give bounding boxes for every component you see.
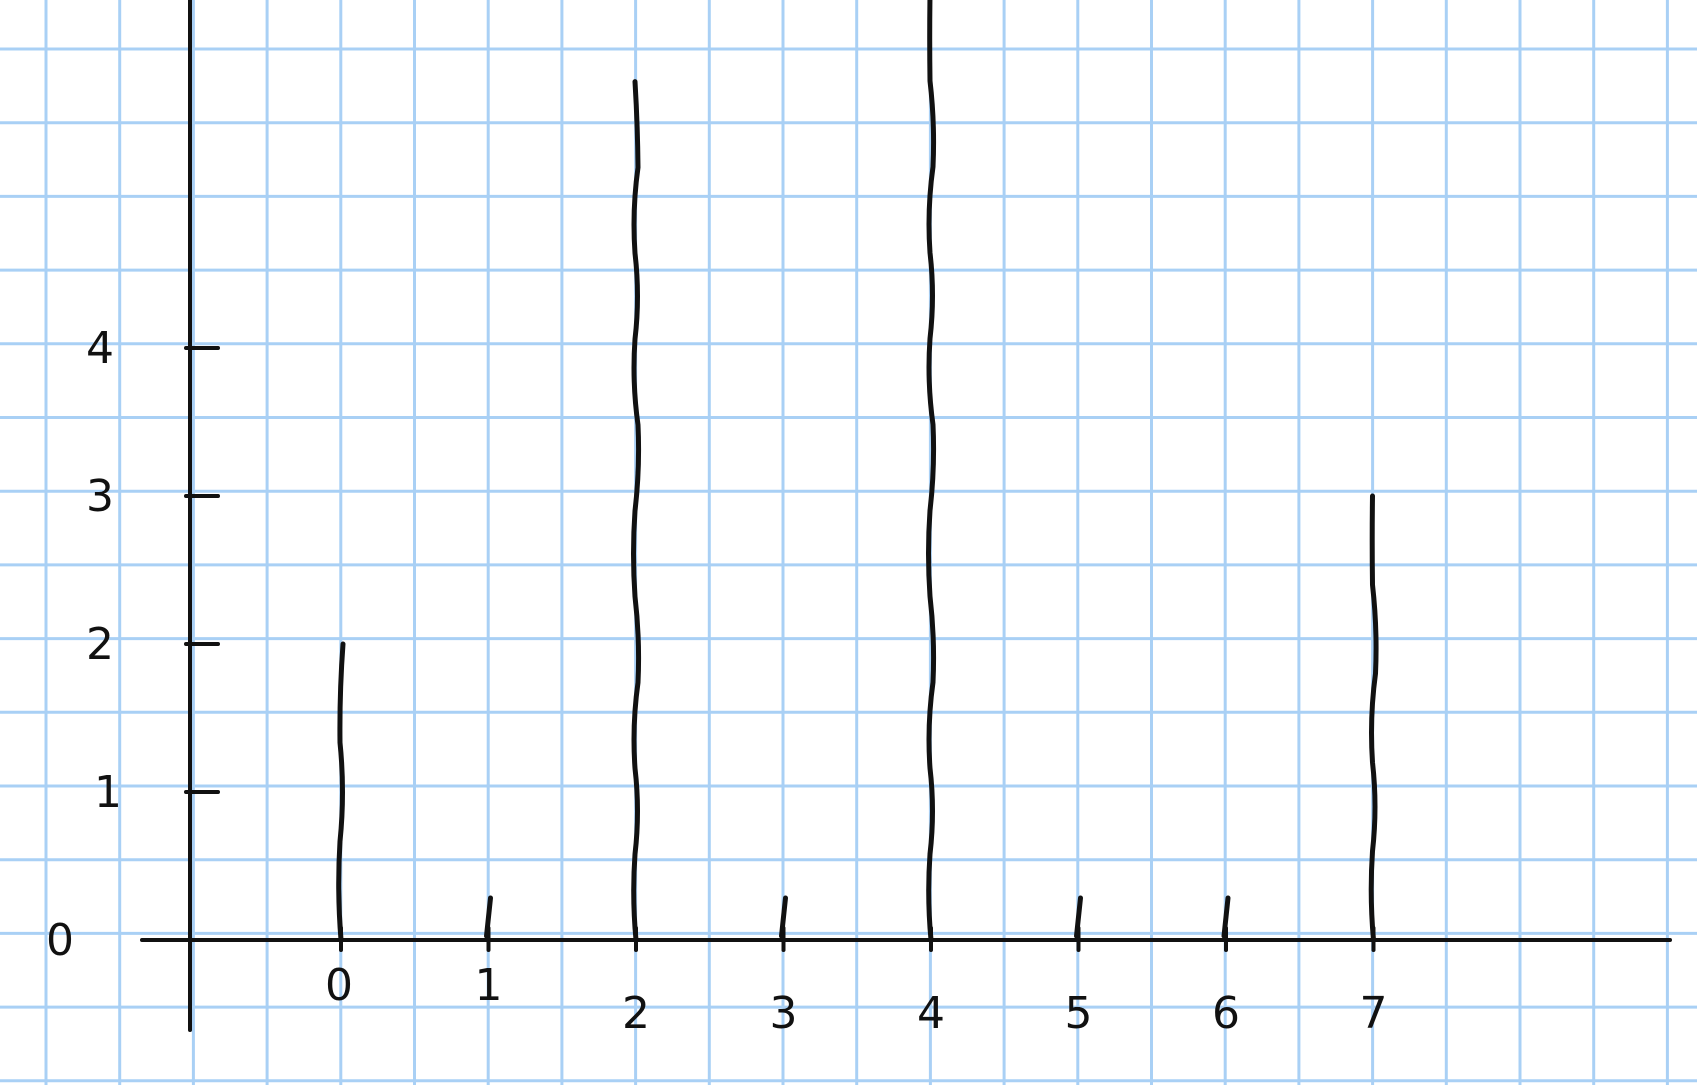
y-tick-label: 0 (46, 915, 74, 966)
y-tick-label: 3 (86, 471, 114, 522)
bar-0 (336, 641, 346, 943)
y-tick-label: 2 (86, 619, 114, 670)
x-tick-label: 7 (1360, 988, 1388, 1039)
bar-2 (631, 79, 642, 943)
x-axis-ticks: 0 1 2 3 4 5 6 7 (325, 926, 1388, 1039)
x-tick-label: 6 (1212, 988, 1240, 1039)
x-tick-label: 1 (475, 960, 503, 1011)
x-tick-label: 5 (1065, 988, 1093, 1039)
x-tick-label: 0 (325, 960, 353, 1011)
y-tick-label: 1 (94, 767, 122, 818)
y-axis-ticks: 0 1 2 3 4 (46, 323, 220, 966)
bars (336, 0, 1379, 943)
x-tick-label: 2 (622, 988, 650, 1039)
x-tick-label: 3 (770, 988, 798, 1039)
bar-4 (926, 0, 937, 943)
x-tick-label: 4 (917, 988, 945, 1039)
bar-7 (1368, 493, 1379, 943)
y-tick-label: 4 (86, 323, 114, 374)
axes (140, 0, 1672, 1032)
